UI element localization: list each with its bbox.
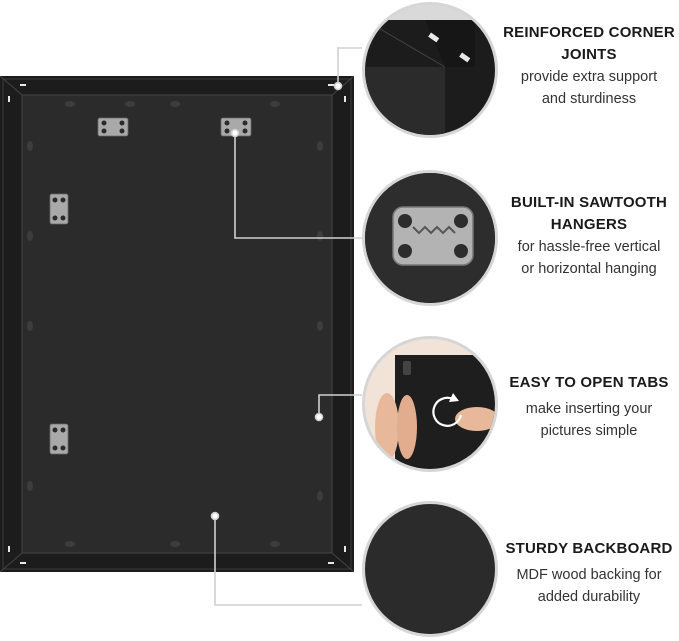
feature-description: and sturdiness bbox=[541, 91, 637, 107]
sawtooth-hanger-icon bbox=[392, 206, 474, 266]
backboard-closeup bbox=[362, 501, 498, 637]
feature-description: added durability bbox=[537, 589, 641, 605]
tabs-closeup bbox=[362, 336, 498, 472]
rotate-arrow-icon bbox=[432, 393, 463, 427]
frame-illustration bbox=[0, 76, 354, 572]
hanger-closeup bbox=[362, 170, 498, 306]
corner-joint-closeup bbox=[362, 2, 498, 138]
feature-description: make inserting your bbox=[525, 401, 653, 417]
feature-description: MDF wood backing for bbox=[516, 567, 662, 583]
feature-corner-joints: REINFORCED CORNER JOINTS provide extra s… bbox=[499, 22, 679, 110]
feature-description: for hassle-free vertical bbox=[517, 239, 661, 255]
feature-description: pictures simple bbox=[540, 423, 638, 439]
feature-open-tabs: EASY TO OPEN TABS make inserting your pi… bbox=[499, 372, 679, 442]
feature-title: REINFORCED CORNER bbox=[503, 24, 675, 41]
feature-description: provide extra support bbox=[520, 69, 658, 85]
feature-description: or horizontal hanging bbox=[521, 261, 657, 277]
frame-back-view bbox=[0, 76, 354, 572]
feature-sawtooth-hangers: BUILT-IN SAWTOOTH HANGERS for hassle-fre… bbox=[499, 192, 679, 280]
flex-tabs bbox=[27, 101, 323, 547]
feature-backboard: STURDY BACKBOARD MDF wood backing for ad… bbox=[499, 538, 679, 608]
feature-title: JOINTS bbox=[561, 46, 617, 63]
feature-title: STURDY BACKBOARD bbox=[505, 540, 673, 557]
feature-title: HANGERS bbox=[550, 216, 628, 233]
feature-title: BUILT-IN SAWTOOTH bbox=[510, 194, 668, 211]
backboard-panel bbox=[22, 95, 332, 553]
corner-bracket-icon bbox=[428, 32, 440, 43]
feature-title: EASY TO OPEN TABS bbox=[509, 374, 669, 391]
